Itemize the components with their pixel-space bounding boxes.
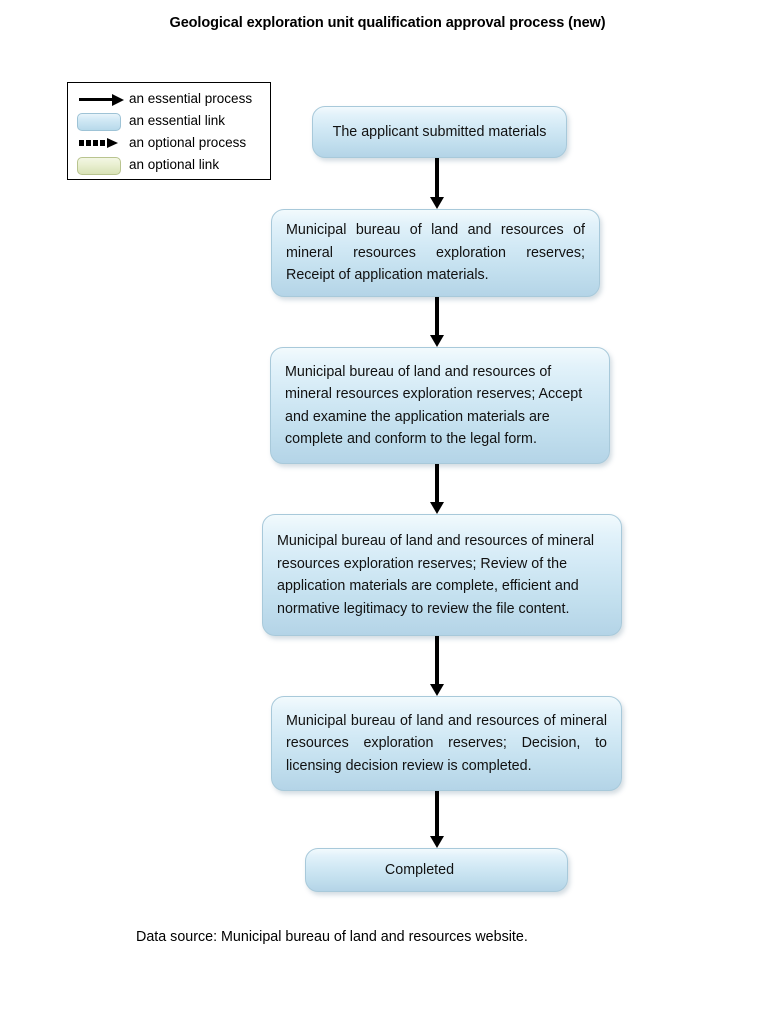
legend-label-essential-process: an essential process [129,91,253,106]
flow-node-text: Municipal bureau of land and resources o… [286,712,607,774]
flow-node-review-file-content[interactable]: Municipal bureau of land and resources o… [262,514,622,636]
legend-item-essential-link: an essential link [68,110,270,132]
connector-arrow-down [429,791,444,848]
flow-node-completed[interactable]: Completed [305,848,568,892]
flow-node-applicant-submitted[interactable]: The applicant submitted materials [312,106,567,158]
legend-box: an essential process an essential link a… [67,82,271,180]
connector-arrow-down [429,636,444,696]
legend-label-essential-link: an essential link [129,113,226,128]
green-rounded-box-icon [73,154,129,176]
dotted-arrow-icon [73,132,129,154]
data-source-caption: Data source: Municipal bureau of land an… [136,929,528,945]
flow-node-text: The applicant submitted materials [332,123,547,140]
solid-arrow-icon [73,88,129,110]
flow-node-text: Completed [384,861,455,878]
legend-label-optional-process: an optional process [129,135,247,150]
connector-arrow-down [429,297,444,347]
flow-node-receipt-of-application[interactable]: Municipal bureau of land and resources o… [271,209,600,297]
flow-node-text: Municipal bureau of land and resources o… [285,363,583,448]
flow-node-licensing-decision[interactable]: Municipal bureau of land and resources o… [271,696,622,791]
connector-arrow-down [429,158,444,209]
blue-rounded-box-icon [73,110,129,132]
legend-item-optional-link: an optional link [68,154,270,176]
legend-item-essential-process: an essential process [68,88,270,110]
flow-node-text: Municipal bureau of land and resources o… [286,222,585,284]
connector-arrow-down [429,464,444,514]
legend-item-optional-process: an optional process [68,132,270,154]
legend-label-optional-link: an optional link [129,157,220,172]
flow-node-accept-and-examine[interactable]: Municipal bureau of land and resources o… [270,347,610,464]
page-title: Geological exploration unit qualificatio… [169,15,606,31]
flow-node-text: Municipal bureau of land and resources o… [277,533,595,617]
